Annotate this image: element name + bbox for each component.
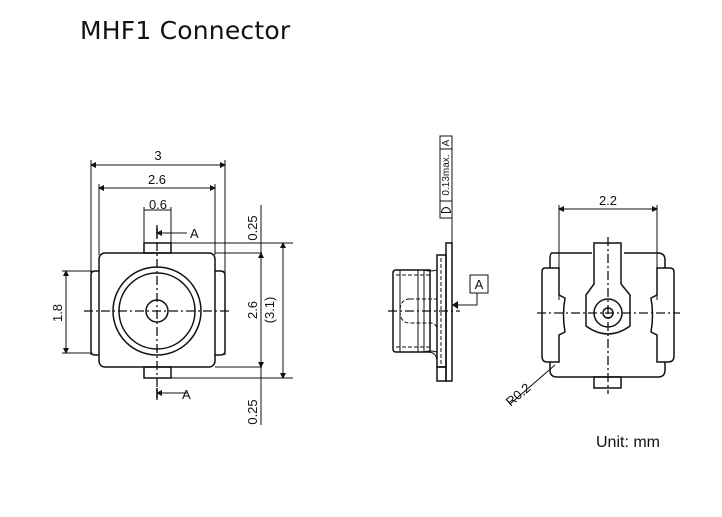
unit-label: Unit: mm bbox=[596, 434, 660, 451]
dim-overall-width: 3 bbox=[154, 148, 161, 163]
dim-left-height: 1.8 bbox=[50, 304, 65, 322]
dim-overall-height: (3.1) bbox=[262, 297, 277, 324]
side-view: A 0.13max. A bbox=[388, 135, 489, 382]
dim-radius: R0.2 bbox=[503, 380, 534, 409]
datum-label: A bbox=[475, 277, 484, 292]
dim-body-width: 2.6 bbox=[148, 172, 166, 187]
tolerance-frame bbox=[439, 135, 453, 219]
side-plate bbox=[445, 242, 453, 382]
dim-tab-width: 0.6 bbox=[149, 197, 167, 212]
section-label-bottom: A bbox=[182, 387, 191, 402]
page-title: MHF1 Connector bbox=[80, 16, 291, 45]
profile-symbol-icon bbox=[440, 207, 452, 213]
right-lug bbox=[215, 270, 226, 356]
dim-tab-top: 0.25 bbox=[245, 215, 260, 240]
datum-triangle bbox=[452, 301, 458, 309]
left-lug bbox=[90, 270, 99, 356]
section-label-top: A bbox=[190, 226, 199, 241]
datum-box bbox=[469, 274, 489, 294]
rear-view: 2.2 R0.2 bbox=[503, 193, 680, 409]
radius-leader bbox=[509, 364, 556, 405]
side-barrel bbox=[392, 269, 431, 353]
dim-body-height: 2.6 bbox=[245, 301, 260, 319]
rear-right-lug bbox=[650, 267, 675, 363]
rear-contact bbox=[585, 242, 631, 335]
dim-rear-width: 2.2 bbox=[599, 193, 617, 208]
tolerance-datum: A bbox=[441, 139, 452, 146]
tolerance-value: 0.13max. bbox=[441, 154, 452, 195]
rear-left-lug bbox=[541, 267, 566, 363]
front-view: 3 2.6 0.6 A A bbox=[50, 148, 293, 425]
dim-tab-bottom: 0.25 bbox=[245, 399, 260, 424]
